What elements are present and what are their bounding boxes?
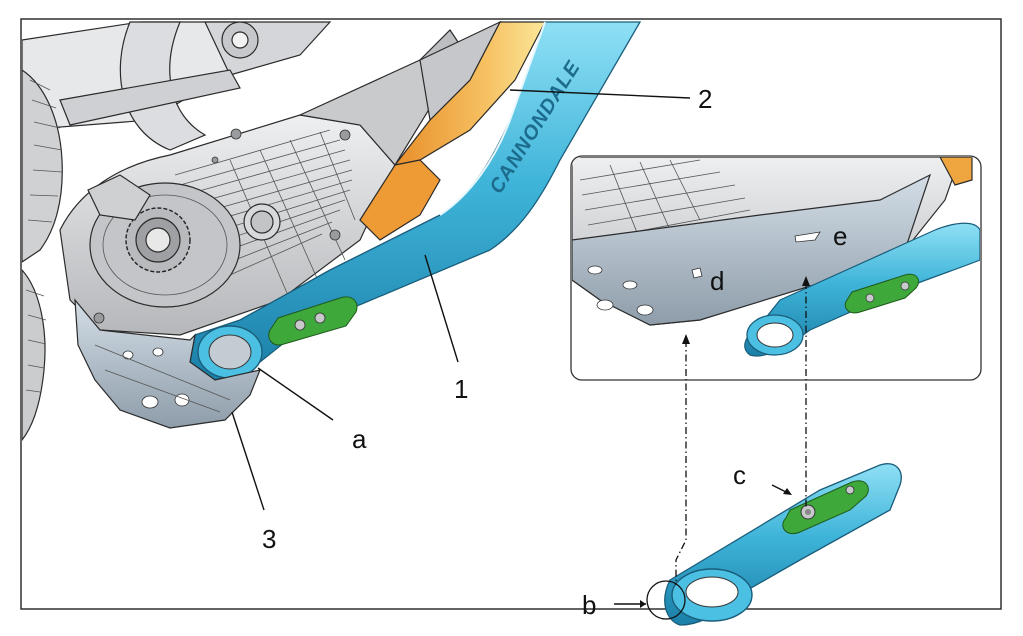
detail-inset <box>570 155 982 381</box>
skid-plate-3 <box>74 298 261 429</box>
callout-labels: 2 1 3 a b c d e <box>262 84 847 620</box>
callout-label-e: e <box>833 221 847 251</box>
callout-label-3: 3 <box>262 524 276 554</box>
callout-label-a: a <box>352 424 367 454</box>
callout-label-c: c <box>733 460 746 490</box>
protective-arm-1: CANNONDALE <box>189 21 642 381</box>
callout-label-2: 2 <box>698 84 712 114</box>
chainring <box>125 207 191 273</box>
callout-label-d: d <box>710 266 724 296</box>
frame-part-2 <box>359 20 546 241</box>
frame-tubes <box>22 21 332 151</box>
callout-label-b: b <box>582 590 596 620</box>
leader-lines <box>231 89 810 608</box>
detached-arm <box>646 463 902 626</box>
callout-label-1: 1 <box>454 374 468 404</box>
rear-tire <box>22 69 63 441</box>
motor-housing <box>59 29 471 336</box>
main-bike-view: CANNONDALE <box>22 20 642 441</box>
